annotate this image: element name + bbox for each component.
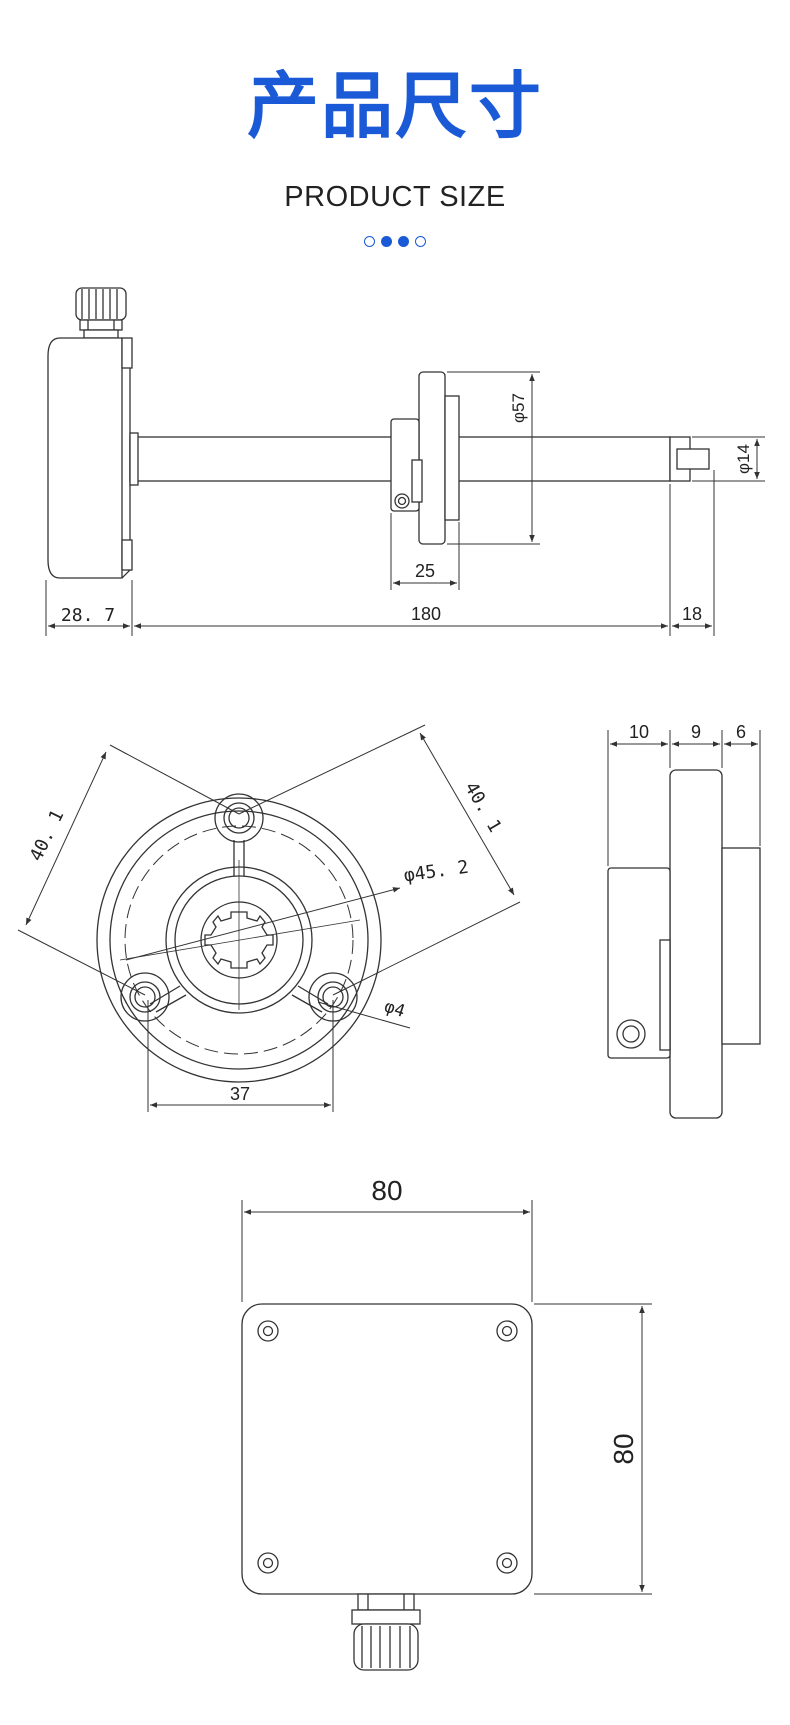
dim-probe-diameter: φ14 bbox=[734, 444, 753, 474]
dim-hole-spacing-right: 40. 1 bbox=[460, 779, 505, 836]
dim-hole-distance: 37 bbox=[230, 1084, 250, 1104]
dim-flange-depth-b: 9 bbox=[691, 722, 701, 742]
housing-front bbox=[241, 1303, 533, 1595]
cable-gland-top bbox=[75, 287, 127, 339]
housing-side bbox=[47, 337, 131, 579]
dim-flange-diameter: φ57 bbox=[509, 393, 528, 423]
screw-icon bbox=[257, 1320, 518, 1574]
dim-hole-spacing-left: 40. 1 bbox=[26, 807, 69, 865]
dim-housing-width: 80 bbox=[371, 1175, 402, 1206]
dim-flange-width: 25 bbox=[415, 561, 435, 581]
page-title: 产品尺寸 bbox=[246, 64, 543, 148]
dim-hole-diameter: φ4 bbox=[382, 997, 408, 1022]
dim-bolt-circle: φ45. 2 bbox=[403, 857, 470, 887]
dim-flange-depth-a: 10 bbox=[629, 722, 649, 742]
page-subtitle: PRODUCT SIZE bbox=[284, 181, 506, 213]
cable-gland-bottom bbox=[351, 1593, 421, 1671]
flange-side-view bbox=[607, 730, 761, 1119]
dim-probe-length: 180 bbox=[411, 604, 441, 624]
side-view bbox=[45, 287, 765, 636]
mounting-flange-side bbox=[390, 371, 460, 545]
front-view bbox=[241, 1200, 652, 1671]
dim-tip-length: 18 bbox=[682, 604, 702, 624]
dot-icon bbox=[398, 236, 409, 247]
dim-housing-height: 80 bbox=[608, 1433, 639, 1464]
dim-housing-depth: 28. 7 bbox=[61, 605, 115, 626]
dot-icon bbox=[415, 236, 426, 247]
decorative-dots bbox=[0, 236, 790, 252]
dot-icon bbox=[381, 236, 392, 247]
flange-front-view bbox=[17, 724, 521, 1112]
dim-flange-depth-c: 6 bbox=[736, 722, 746, 742]
dot-icon bbox=[364, 236, 375, 247]
